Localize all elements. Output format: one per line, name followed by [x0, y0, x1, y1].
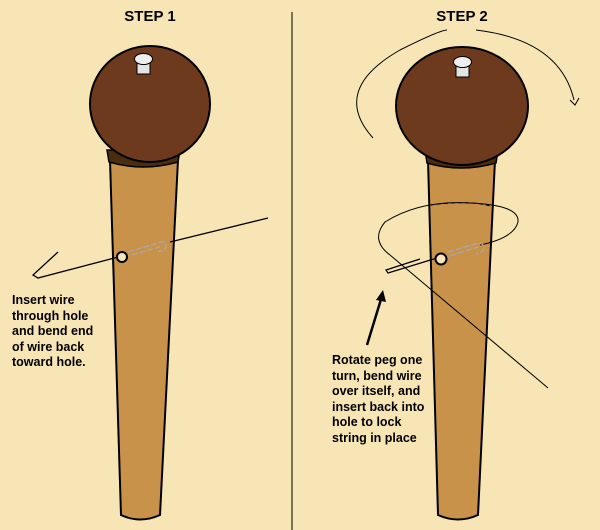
rotation-arrow [356, 29, 575, 139]
wire-loop [378, 202, 519, 256]
peg-shaft [426, 159, 497, 521]
peg-knob [89, 45, 211, 163]
step2-title: STEP 2 [436, 8, 488, 25]
peg-step2 [356, 29, 580, 521]
wire [385, 257, 438, 274]
step1-title: STEP 1 [124, 8, 176, 25]
wire-hidden [123, 241, 167, 258]
step2-caption: Rotate peg one turn, bend wire over itse… [332, 353, 425, 445]
pointer-arrow [365, 295, 384, 346]
step1-caption: Insert wire through hole and bend end of… [12, 293, 94, 369]
wire [31, 217, 269, 279]
string [389, 254, 549, 389]
pin-icon [453, 56, 472, 78]
peg-hole [434, 252, 448, 266]
pin-icon [134, 53, 153, 75]
peg-step1 [31, 45, 269, 521]
arrowhead-icon [376, 290, 386, 302]
peg-hole [116, 251, 128, 263]
peg-knob [395, 46, 529, 166]
wire-hidden [442, 242, 485, 259]
wire-loop-hidden [429, 202, 491, 207]
peg-shaft [108, 159, 180, 521]
arrowhead-icon [569, 97, 580, 106]
